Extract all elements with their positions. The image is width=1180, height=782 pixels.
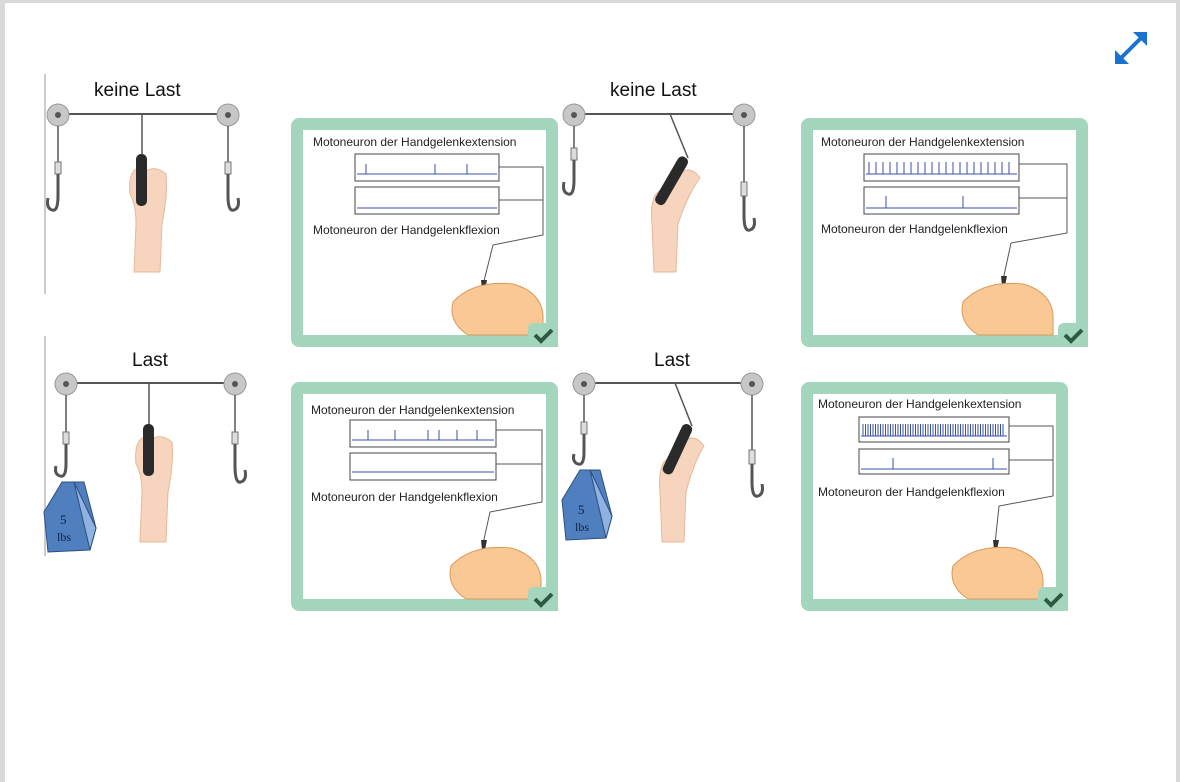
spike-recording (354, 153, 544, 336)
flexion-label: Motoneuron der Handgelenkflexion (818, 485, 1005, 499)
answer-card-4[interactable]: Motoneuron der Handgelenkextension Moton… (801, 382, 1068, 611)
checkmark-icon (1043, 592, 1064, 608)
pulley-apparatus (43, 372, 247, 553)
weight-unit: lbs (57, 530, 72, 544)
flexion-label: Motoneuron der Handgelenkflexion (313, 223, 500, 237)
card-diagram: Motoneuron der Handgelenkextension Moton… (303, 130, 546, 336)
spike-recording (858, 416, 1054, 600)
extension-label: Motoneuron der Handgelenkextension (821, 135, 1025, 149)
check-badge (528, 587, 558, 611)
card-diagram: Motoneuron der Handgelenkextension Moton… (303, 394, 546, 600)
extension-label: Motoneuron der Handgelenkextension (313, 135, 517, 149)
answer-card-1[interactable]: Motoneuron der Handgelenkextension Moton… (291, 118, 558, 347)
panel-load-2: Last 5 lbs (561, 336, 802, 560)
weight-value: 5 (578, 502, 585, 517)
check-badge (1058, 323, 1088, 347)
pulley-apparatus (46, 103, 240, 273)
expand-icon[interactable] (1111, 28, 1151, 68)
panel-title: Last (654, 350, 690, 371)
weight-unit: lbs (575, 520, 590, 534)
weight-value: 5 (60, 512, 67, 527)
checkmark-icon (533, 592, 554, 608)
checkmark-icon (533, 328, 554, 344)
answer-card-2[interactable]: Motoneuron der Handgelenkextension Moton… (801, 118, 1088, 347)
panel-no-load-2: keine Last (562, 74, 802, 294)
panel-load-1: Last 5 lbs (43, 336, 284, 560)
panel-title: Last (132, 350, 168, 371)
panel-title: keine Last (610, 80, 697, 101)
card-diagram: Motoneuron der Handgelenkextension Moton… (813, 130, 1076, 336)
flexion-label: Motoneuron der Handgelenkflexion (821, 222, 1008, 236)
pulley-apparatus (562, 103, 756, 273)
panel-title: keine Last (94, 80, 181, 101)
pulley-apparatus (561, 372, 764, 543)
check-badge (1038, 587, 1068, 611)
checkmark-icon (1063, 328, 1084, 344)
extension-label: Motoneuron der Handgelenkextension (818, 397, 1022, 411)
extension-label: Motoneuron der Handgelenkextension (311, 403, 515, 417)
check-badge (528, 323, 558, 347)
card-diagram: Motoneuron der Handgelenkextension Moton… (813, 394, 1056, 600)
flexion-label: Motoneuron der Handgelenkflexion (311, 490, 498, 504)
spike-recording (349, 419, 543, 600)
answer-card-3[interactable]: Motoneuron der Handgelenkextension Moton… (291, 382, 558, 611)
panel-no-load-1: keine Last (44, 74, 284, 294)
spike-recording (863, 153, 1068, 336)
